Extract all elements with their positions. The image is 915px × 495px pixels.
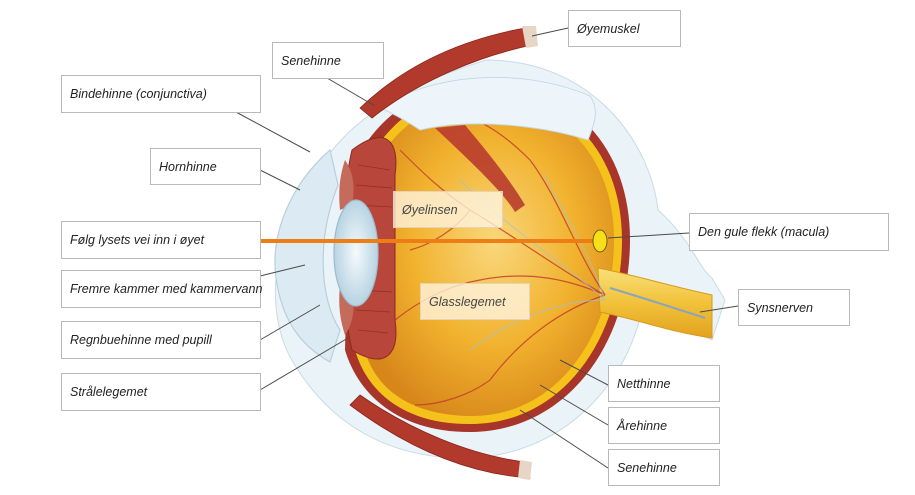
label-glasslegemet: Glasslegemet [420,283,530,320]
label-hornhinne: Hornhinne [150,148,261,185]
leader-lines [235,27,739,469]
label-regnbuehinne: Regnbuehinne med pupill [61,321,261,359]
label-stralelegemet: Strålelegemet [61,373,261,411]
lens [333,199,379,307]
label-synsnerven: Synsnerven [738,289,850,326]
vitreous-body [364,100,614,416]
label-folg-lyset: Følg lysets vei inn i øyet [61,221,261,259]
label-gule-flekk: Den gule flekk (macula) [689,213,889,251]
cornea [274,148,341,363]
label-bindehinne: Bindehinne (conjunctiva) [61,75,261,113]
sclera-flap [378,76,596,141]
label-senehinne-top: Senehinne [272,42,384,79]
label-oyelinsen: Øyelinsen [393,191,503,228]
label-senehinne-bottom: Senehinne [608,449,720,486]
label-oyemuskel: Øyemuskel [568,10,681,47]
macula [592,229,608,253]
label-arehinne: Årehinne [608,407,720,444]
label-fremre-kammer: Fremre kammer med kammervann [61,270,262,308]
label-netthinne: Netthinne [608,365,720,402]
